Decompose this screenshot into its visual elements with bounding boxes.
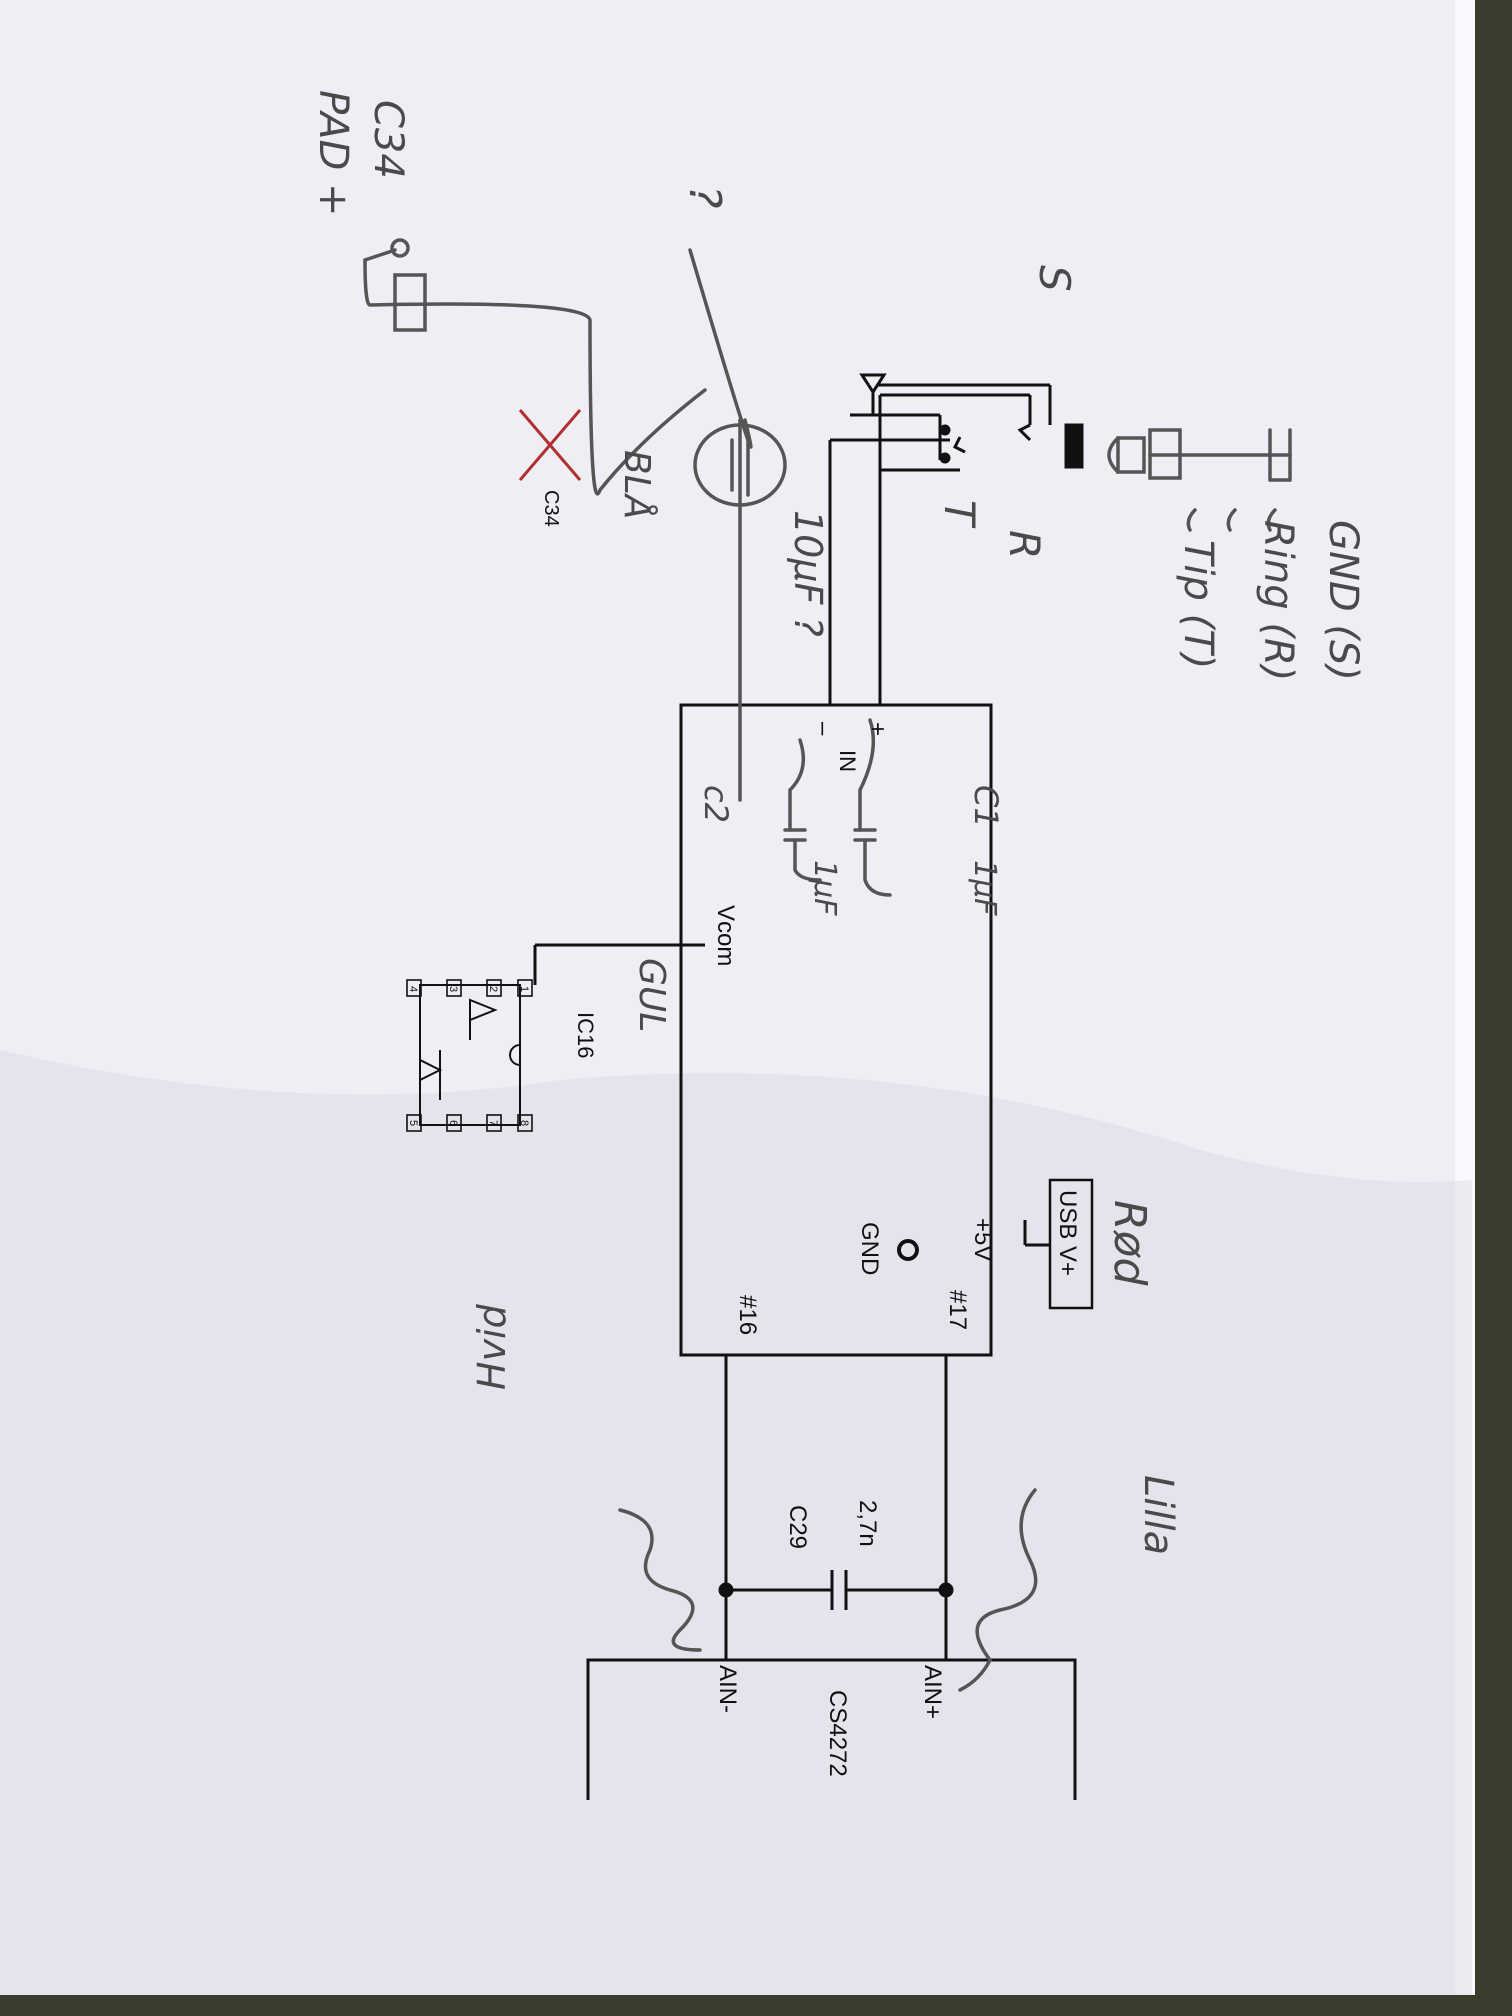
- c34-pad: PAD +: [310, 90, 356, 217]
- c34-question: ?: [679, 185, 730, 208]
- ic16-pin-3: 3: [447, 986, 459, 992]
- cs4272-name: CS4272: [824, 1690, 851, 1777]
- electrolytic-capacitor-sketch: [688, 248, 787, 802]
- module-labels: + IN – C1 1μF c2 1μF Vcom +5V GND #17 #1…: [697, 722, 1005, 1335]
- c2-value: 1μF: [807, 860, 842, 916]
- plug-sketch: [1107, 428, 1292, 532]
- c1-value: 1μF: [967, 860, 1002, 916]
- in-label: IN: [835, 750, 860, 772]
- pin16-label: #16: [734, 1295, 761, 1335]
- red-cross-mark: [518, 409, 582, 481]
- in-plus: +: [864, 722, 891, 736]
- c1-label: C1: [967, 785, 1005, 828]
- pencil-drawing: [363, 238, 1292, 1692]
- cs4272-labels: AIN+ AIN- CS4272: [714, 1665, 946, 1777]
- pin17-label: #17: [944, 1290, 971, 1330]
- label-ring-r: Ring (R): [1255, 520, 1301, 681]
- ain-plus-label: AIN+: [919, 1665, 946, 1719]
- c34-ref: C34: [365, 100, 411, 179]
- c34-note: C34 PAD + ?: [310, 90, 730, 217]
- in-minus: –: [810, 722, 837, 736]
- ic16-pin-1: 1: [518, 986, 530, 992]
- cs4272-outline: [586, 1658, 1077, 1800]
- jack-pin-labels: S R T: [935, 265, 1079, 559]
- jack-pin-t: T: [935, 500, 984, 529]
- printed-schematic: [533, 373, 1094, 1800]
- wire-color-purple: Lilla: [1135, 1475, 1181, 1555]
- jack-symbol: [828, 373, 1084, 705]
- wire-color-yellow: GUL: [631, 958, 672, 1032]
- label-gnd-s: GND (S): [1320, 520, 1366, 681]
- wire-color-white: Hvid: [470, 1303, 514, 1390]
- c29-value: 2,7n: [854, 1500, 881, 1547]
- vcom-label: Vcom: [712, 905, 739, 966]
- ic16-pin-4: 4: [407, 986, 419, 992]
- ic16-pin-6: 6: [447, 1120, 459, 1126]
- ic16-pin-numbers: 1 2 3 4 5 6 7 8: [407, 986, 530, 1126]
- ic16-label: IC16: [573, 1012, 598, 1058]
- ic16-pin-5: 5: [407, 1120, 419, 1126]
- jack-pin-s: S: [1030, 265, 1079, 292]
- ic16-pin-8: 8: [518, 1120, 530, 1126]
- crossed-c34-label: C34: [540, 490, 562, 527]
- label-tip-t: Tip (T): [1175, 540, 1221, 669]
- c29-labels: 2,7n C29: [784, 1500, 881, 1549]
- ic16-chip: [406, 979, 533, 1132]
- paper-sheet: [0, 0, 1475, 1995]
- v5-label: +5V: [969, 1218, 996, 1261]
- ain-minus-label: AIN-: [714, 1665, 741, 1713]
- usb-box-label: USB V+: [1054, 1190, 1081, 1276]
- wire-color-blue: BLÅ: [616, 450, 659, 519]
- c29-ref: C29: [784, 1505, 811, 1549]
- c2-label: c2: [697, 785, 735, 823]
- module-outline: [679, 703, 993, 1357]
- connector-labels: GND (S) Ring (R) Tip (T): [1175, 520, 1366, 681]
- jack-pin-r: R: [1000, 530, 1049, 559]
- wire-color-red: Rød: [1104, 1200, 1155, 1286]
- gnd-label: GND: [856, 1222, 883, 1275]
- ic16-pin-7: 7: [487, 1120, 499, 1126]
- ic16-pin-2: 2: [487, 986, 499, 992]
- capacitor-note: 10μF ?: [786, 510, 830, 637]
